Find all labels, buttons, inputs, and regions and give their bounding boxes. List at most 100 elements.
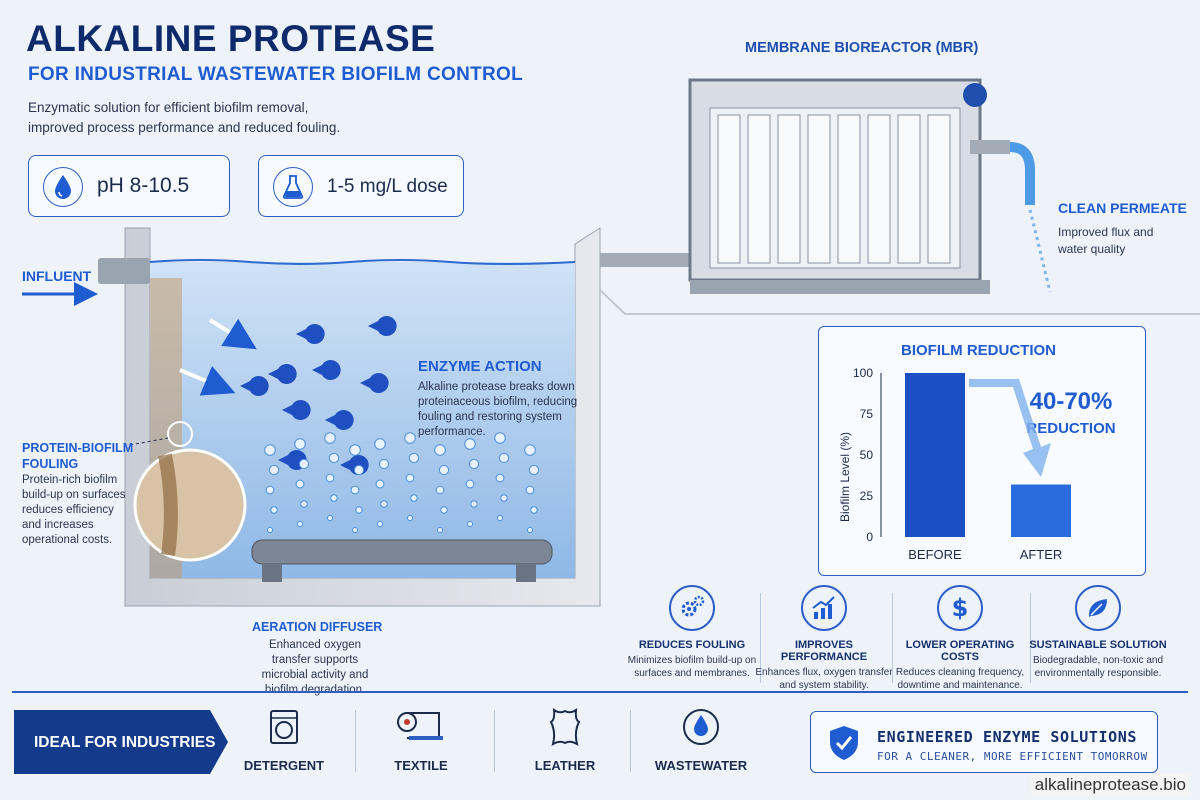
air-bubble xyxy=(524,444,536,456)
y-tick-label: 75 xyxy=(860,407,874,421)
page-title: ALKALINE PROTEASE xyxy=(26,18,436,59)
air-bubble xyxy=(500,494,508,502)
enzyme-molecules xyxy=(240,316,397,475)
industry-name: TEXTILE xyxy=(394,758,448,773)
air-bubble xyxy=(464,438,476,450)
air-bubble xyxy=(527,527,533,533)
air-bubble xyxy=(438,464,450,476)
description-line-1: Enzymatic solution for efficient biofilm… xyxy=(28,100,309,115)
dose-spec-box: 1-5 mg/L dose xyxy=(258,155,464,217)
benefit-divider xyxy=(892,593,893,683)
water-drop-icon xyxy=(646,706,756,748)
permeate-description: Improved flux and water quality xyxy=(1058,225,1154,256)
mbr-feed-pipe xyxy=(600,253,700,267)
air-bubble xyxy=(408,452,420,464)
industry-divider xyxy=(494,710,495,772)
benefit-divider xyxy=(1030,593,1031,683)
bar-after xyxy=(1011,484,1071,537)
reduction-arrow xyxy=(969,379,1051,477)
air-bubble xyxy=(528,464,540,476)
air-bubble xyxy=(270,506,278,514)
industry-name: DETERGENT xyxy=(243,758,325,773)
y-tick-label: 100 xyxy=(853,366,873,380)
benefit-reduces-fouling: REDUCES FOULING Minimizes biofilm build-… xyxy=(622,585,762,680)
air-bubble xyxy=(467,521,473,527)
engineered-subtitle: FOR A CLEANER, MORE EFFICIENT TOMORROW xyxy=(877,750,1148,763)
aeration-diffuser-description: Enhanced oxygen transfer supports microb… xyxy=(261,639,369,696)
enzyme-arrow-1 xyxy=(208,318,257,350)
membrane-module xyxy=(717,114,741,264)
industry-name: WASTEWATER xyxy=(654,758,748,773)
page-description: Enzymatic solution for efficient biofilm… xyxy=(28,98,358,138)
ph-spec-box: pH 8-10.5 xyxy=(28,155,230,217)
chart-y-axis-label: Biofilm Level (%) xyxy=(838,432,852,522)
flask-icon xyxy=(273,167,313,207)
reduction-label: REDUCTION xyxy=(1026,420,1115,437)
x-tick-label: BEFORE xyxy=(908,547,962,562)
air-bubbles xyxy=(264,432,540,533)
biofilm-reduction-chart: BIOFILM REDUCTION Biofilm Level (%) 40-7… xyxy=(838,342,1116,562)
biofilm-title-line-1: PROTEIN-BIOFILM xyxy=(22,441,134,455)
enzyme-molecule xyxy=(368,316,397,336)
air-bubble xyxy=(297,521,303,527)
industry-textile: TEXTILE xyxy=(366,706,476,773)
air-bubble xyxy=(295,479,305,489)
y-tick-label: 0 xyxy=(866,530,873,544)
biofilm-fouling-title: PROTEIN-BIOFILM FOULING xyxy=(22,440,133,472)
biofilm-fouling-description: Protein-rich biofilm build-up on surface… xyxy=(22,474,126,546)
biofilm-magnifier xyxy=(129,421,247,562)
industry-leather: LEATHER xyxy=(510,706,620,773)
influent-label: INFLUENT xyxy=(22,268,92,284)
leaf-icon xyxy=(1075,585,1121,631)
benefit-description: Minimizes biofilm build-up on surfaces a… xyxy=(627,655,757,679)
membrane-module xyxy=(807,114,831,264)
x-tick-label: AFTER xyxy=(1020,547,1063,562)
mbr-label: MEMBRANE BIOREACTOR (MBR) xyxy=(745,40,979,56)
engineered-title: ENGINEERED ENZYME SOLUTIONS xyxy=(877,728,1138,746)
air-bubble xyxy=(327,515,333,521)
enzyme-molecule xyxy=(360,372,389,393)
leather-hide-icon xyxy=(510,706,620,748)
fabric-roll-icon xyxy=(366,706,476,748)
air-bubble xyxy=(465,479,475,489)
ph-range: pH 8-10.5 xyxy=(97,174,190,197)
air-bubble xyxy=(300,500,308,508)
benefit-title: REDUCES FOULING xyxy=(638,639,746,651)
membrane-module xyxy=(837,114,861,264)
air-bubble xyxy=(353,464,365,476)
air-bubble xyxy=(324,432,336,444)
benefit-description: Biodegradable, non-toxic and environment… xyxy=(1032,655,1164,679)
air-bubble xyxy=(267,527,273,533)
enzyme-molecule xyxy=(296,324,325,345)
dollar-icon: $ xyxy=(937,585,983,631)
industry-divider xyxy=(630,710,631,772)
air-bubble xyxy=(435,485,445,495)
reduction-value: 40-70% xyxy=(1030,388,1113,415)
enzyme-molecule xyxy=(268,364,297,385)
aeration-diffuser-title: AERATION DIFFUSER xyxy=(252,620,383,634)
air-bubble xyxy=(268,464,280,476)
air-bubble xyxy=(434,444,446,456)
air-bubble xyxy=(374,438,386,450)
engineered-solutions-box: ENGINEERED ENZYME SOLUTIONS FOR A CLEANE… xyxy=(810,711,1158,773)
air-bubble xyxy=(495,473,505,483)
enzyme-action-title: ENZYME ACTION xyxy=(418,358,542,375)
industry-wastewater: WASTEWATER xyxy=(646,706,756,773)
air-bubble xyxy=(349,444,361,456)
ideal-for-industries-banner: IDEAL FOR INDUSTRIES xyxy=(14,710,228,774)
membrane-module xyxy=(927,114,951,264)
air-bubble xyxy=(404,432,416,444)
biofilm-reduction-panel: BIOFILM REDUCTION Biofilm Level (%) 40-7… xyxy=(818,326,1146,576)
membrane-modules xyxy=(717,114,951,264)
air-bubble xyxy=(407,515,413,521)
industry-name: LEATHER xyxy=(534,758,596,773)
washing-machine-icon xyxy=(229,706,339,748)
air-bubble xyxy=(378,458,390,470)
section-divider xyxy=(12,691,1188,693)
air-bubble xyxy=(352,527,358,533)
air-bubble xyxy=(375,479,385,489)
benefit-sustainable: SUSTAINABLE SOLUTION Biodegradable, non-… xyxy=(1028,585,1168,680)
bar-before xyxy=(905,373,965,537)
air-bubble xyxy=(405,473,415,483)
benefit-title: LOWER OPERATING COSTS xyxy=(905,639,1015,663)
